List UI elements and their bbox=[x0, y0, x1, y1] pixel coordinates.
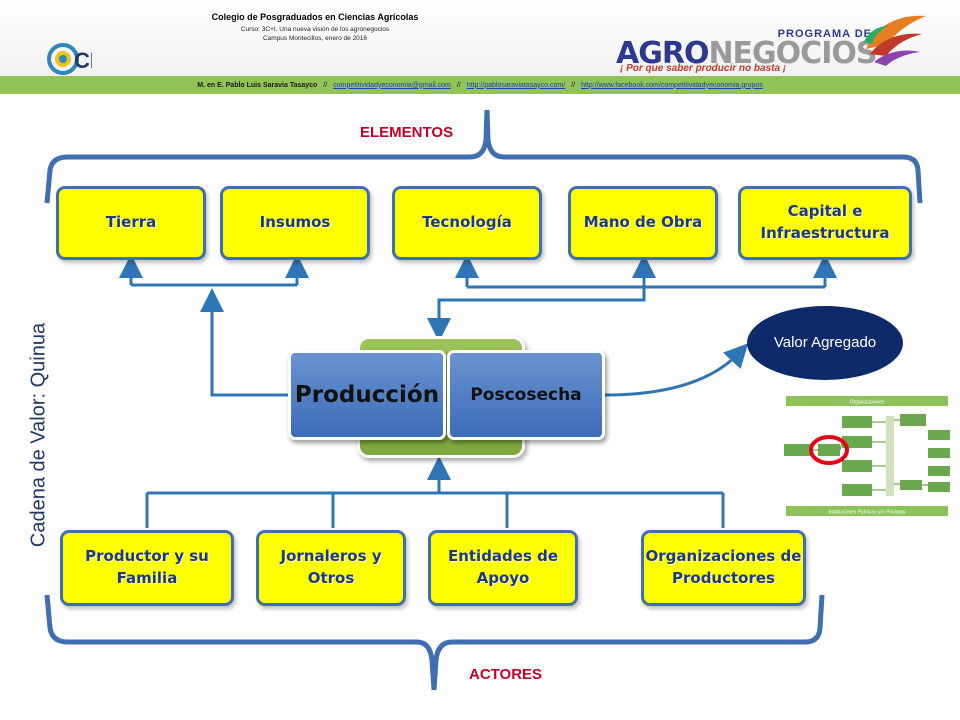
logo-slogan: ¡ Por que saber producir no basta ¡ bbox=[620, 63, 787, 74]
valor-agregado-ellipse: Valor Agregado bbox=[747, 306, 903, 380]
logo-program: PROGRAMA DE bbox=[777, 28, 872, 40]
svg-text:Instituciones Públicas y/o Pri: Instituciones Públicas y/o Privadas bbox=[829, 510, 906, 516]
elements-to-center-arrow bbox=[427, 287, 646, 342]
svg-text:Organizaciones: Organizaciones bbox=[850, 400, 885, 406]
contact-bar: M. en E. Pablo Luis Saravia Tasayco // c… bbox=[0, 76, 960, 94]
actor-productor: Productor y su Familia bbox=[60, 530, 234, 606]
actores-brace bbox=[44, 594, 825, 691]
elementos-label: ELEMENTOS bbox=[360, 124, 454, 141]
cp-logo-icon: CP bbox=[47, 43, 92, 75]
header: Colegio de Posgraduados en Ciencias Agrí… bbox=[0, 0, 960, 76]
poscosecha-box: Poscosecha bbox=[447, 350, 605, 440]
valor-agregado-arrow bbox=[604, 343, 749, 397]
elementos-brace bbox=[44, 109, 923, 204]
actores-label: ACTORES bbox=[469, 666, 543, 683]
email-link[interactable]: competitividadyeconomia@gmail.com bbox=[333, 81, 451, 89]
svg-text:CP: CP bbox=[74, 48, 92, 73]
actor-jornaleros: Jornaleros y Otros bbox=[256, 530, 406, 606]
logo-agronegocios: AGRONEGOCIOS bbox=[616, 36, 877, 71]
header-title: Colegio de Posgraduados en Ciencias Agrí… bbox=[211, 12, 419, 22]
elemento-insumos: Insumos bbox=[220, 186, 370, 260]
bird-logo-icon bbox=[864, 15, 926, 66]
produccion-box: Producción bbox=[288, 350, 446, 440]
side-label: Cadena de Valor: Quinua bbox=[27, 322, 50, 548]
header-campus: Campus Montecillos, enero de 2016 bbox=[262, 35, 368, 42]
elemento-capital: Capital e Infraestructura bbox=[738, 186, 912, 260]
header-course: Curso: 3C+I. Una nueva visión de los agr… bbox=[240, 26, 390, 33]
value-chain-thumbnail: Organizaciones Instituciones Públicas y/… bbox=[784, 396, 950, 516]
actor-entidades: Entidades de Apoyo bbox=[428, 530, 578, 606]
website-link[interactable]: http://pablosaraviatasayco.com/ bbox=[466, 81, 566, 89]
produccion-left-arrow bbox=[200, 288, 292, 397]
actor-organizaciones: Organizaciones de Productores bbox=[641, 530, 806, 606]
elemento-mano-de-obra: Mano de Obra bbox=[568, 186, 718, 260]
facebook-link[interactable]: http://www.facebook.com/competitividadye… bbox=[581, 81, 763, 89]
author-name: M. en E. Pablo Luis Saravia Tasayco bbox=[197, 81, 318, 89]
elemento-tecnologia: Tecnología bbox=[392, 186, 542, 260]
elemento-tierra: Tierra bbox=[56, 186, 206, 260]
